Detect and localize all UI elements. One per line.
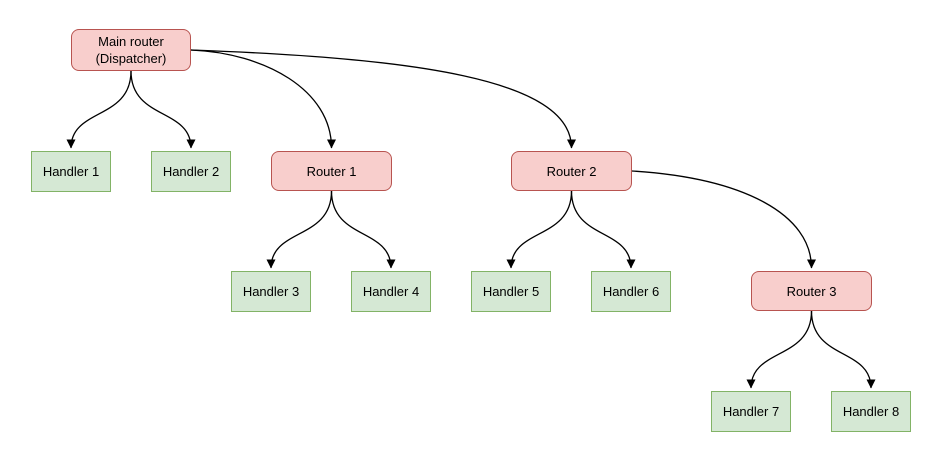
node-router-1: Router 1: [271, 151, 392, 191]
node-router-2: Router 2: [511, 151, 632, 191]
edge-router-1-to-handler-3: [266, 190, 333, 269]
node-handler-4: Handler 4: [351, 271, 431, 312]
node-handler-2: Handler 2: [151, 151, 231, 192]
edge-router-2-to-handler-6: [570, 190, 636, 269]
node-handler-1: Handler 1: [31, 151, 111, 192]
edge-main-router-to-router-2: [190, 49, 576, 149]
node-handler-6: Handler 6: [591, 271, 671, 312]
node-handler-8: Handler 8: [831, 391, 911, 432]
node-router-3: Router 3: [751, 271, 872, 311]
edge-main-router-to-router-1: [190, 49, 336, 149]
edge-main-router-to-handler-2: [130, 70, 196, 149]
edge-router-3-to-handler-8: [810, 310, 876, 389]
node-handler-7: Handler 7: [711, 391, 791, 432]
edge-router-2-to-router-3: [631, 170, 816, 269]
edge-main-router-to-handler-1: [66, 70, 132, 149]
edge-router-1-to-handler-4: [330, 190, 396, 269]
node-handler-5: Handler 5: [471, 271, 551, 312]
node-main-router: Main router (Dispatcher): [71, 29, 191, 71]
node-handler-3: Handler 3: [231, 271, 311, 312]
edge-router-2-to-handler-5: [506, 190, 573, 269]
edge-router-3-to-handler-7: [746, 310, 813, 389]
